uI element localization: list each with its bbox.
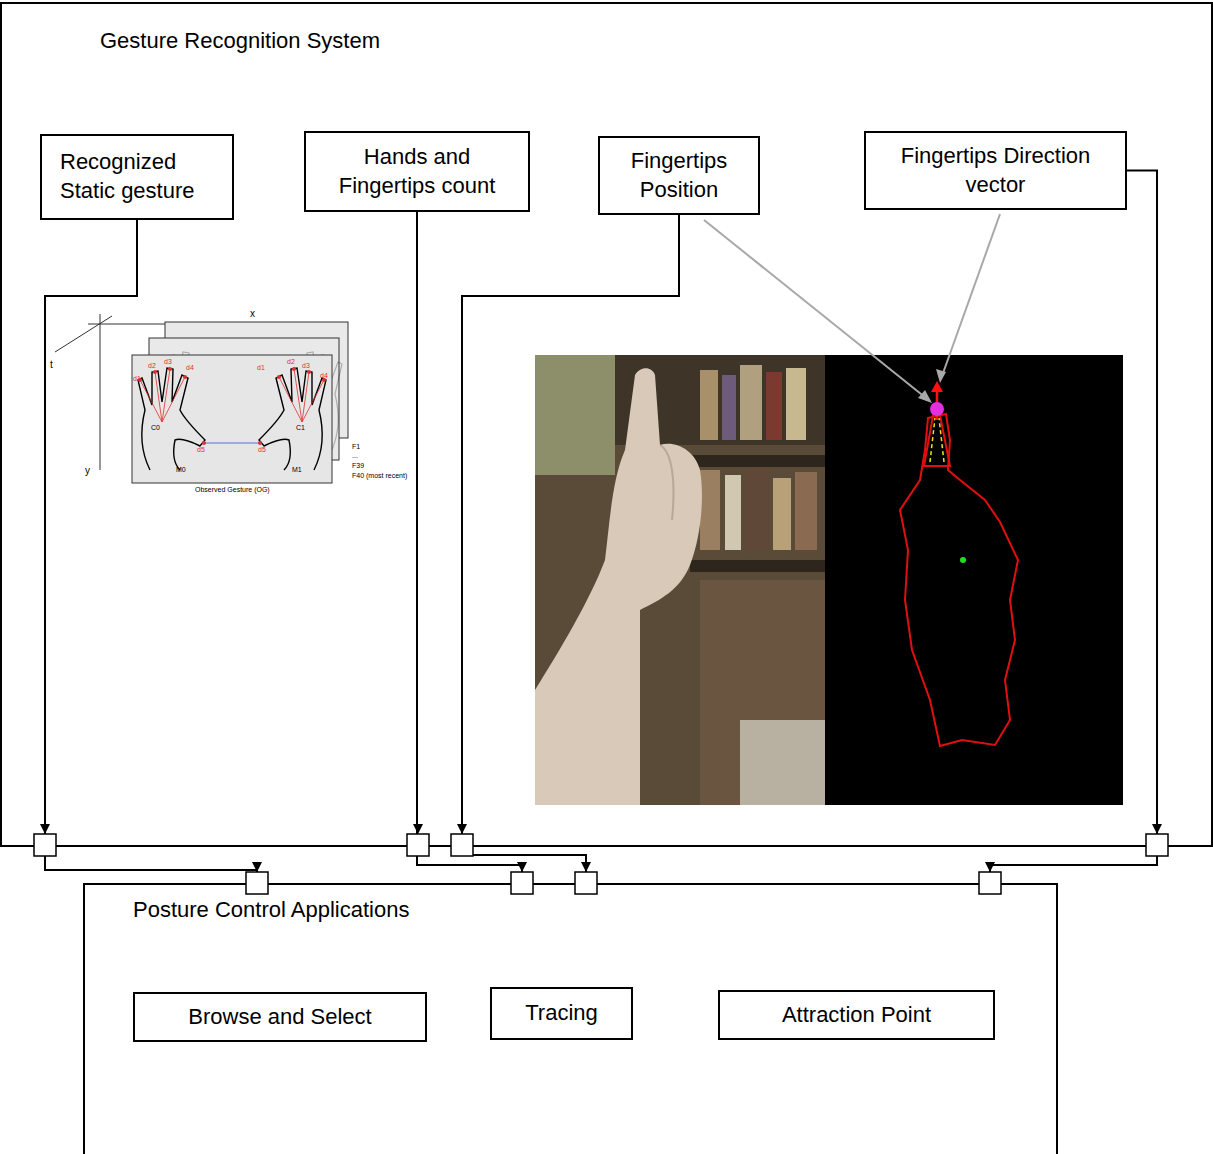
axis-label: x <box>250 309 255 319</box>
axis-label: t <box>50 360 53 370</box>
signal-connector <box>990 171 1157 873</box>
system-frame: Gesture Recognition SystemRecognized Sta… <box>0 2 1213 847</box>
box-label: Hands and Fingertips count <box>320 143 514 200</box>
distance-label: d1 <box>257 364 265 371</box>
distance-label: d1 <box>133 375 141 382</box>
leader-line <box>704 214 1000 403</box>
gesture-sketch <box>55 314 348 483</box>
application-box: Browse and Select <box>133 992 427 1042</box>
distance-label: d5 <box>258 446 266 453</box>
distance-label: d4 <box>186 364 194 371</box>
application-box: Attraction Point <box>718 990 995 1040</box>
centroid-label: C1 <box>296 424 305 431</box>
output-box: Recognized Static gesture <box>40 134 234 220</box>
distance-label: d3 <box>164 358 172 365</box>
sketch-caption: Observed Gesture (OG) <box>195 486 270 493</box>
frame-title: Posture Control Applications <box>133 897 409 923</box>
arrow-head <box>40 824 1162 834</box>
application-box: Tracing <box>490 987 633 1040</box>
box-label: Recognized Static gesture <box>60 148 214 205</box>
frame-label: F40 (most recent) <box>352 472 407 479</box>
axis-label: y <box>85 466 90 476</box>
distance-label: d4 <box>320 372 328 379</box>
application-frame: Posture Control ApplicationsBrowse and S… <box>83 883 1058 1154</box>
distance-label: d5 <box>197 446 205 453</box>
frame-label: F39 <box>352 462 364 469</box>
hand-label: M0 <box>176 466 186 473</box>
camera-photo <box>535 355 1123 805</box>
distance-label: d2 <box>148 362 156 369</box>
signal-connector <box>462 215 679 872</box>
box-label: Fingertips Position <box>612 147 746 204</box>
output-box: Fingertips Direction vector <box>864 131 1127 210</box>
distance-label: d3 <box>302 362 310 369</box>
signal-connector <box>45 220 257 872</box>
box-label: Attraction Point <box>782 1001 931 1030</box>
box-label: Fingertips Direction vector <box>880 142 1111 199</box>
frame-label: F1 <box>352 443 360 450</box>
output-box: Hands and Fingertips count <box>304 131 530 212</box>
box-label: Browse and Select <box>188 1003 371 1032</box>
distance-label: d2 <box>287 358 295 365</box>
hand-label: M1 <box>292 466 302 473</box>
frame-title: Gesture Recognition System <box>100 28 380 54</box>
signal-connector <box>417 212 522 872</box>
box-label: Tracing <box>525 999 598 1028</box>
port-square <box>34 834 1168 894</box>
frame-label: ... <box>352 452 358 459</box>
output-box: Fingertips Position <box>598 136 760 215</box>
centroid-label: C0 <box>151 424 160 431</box>
